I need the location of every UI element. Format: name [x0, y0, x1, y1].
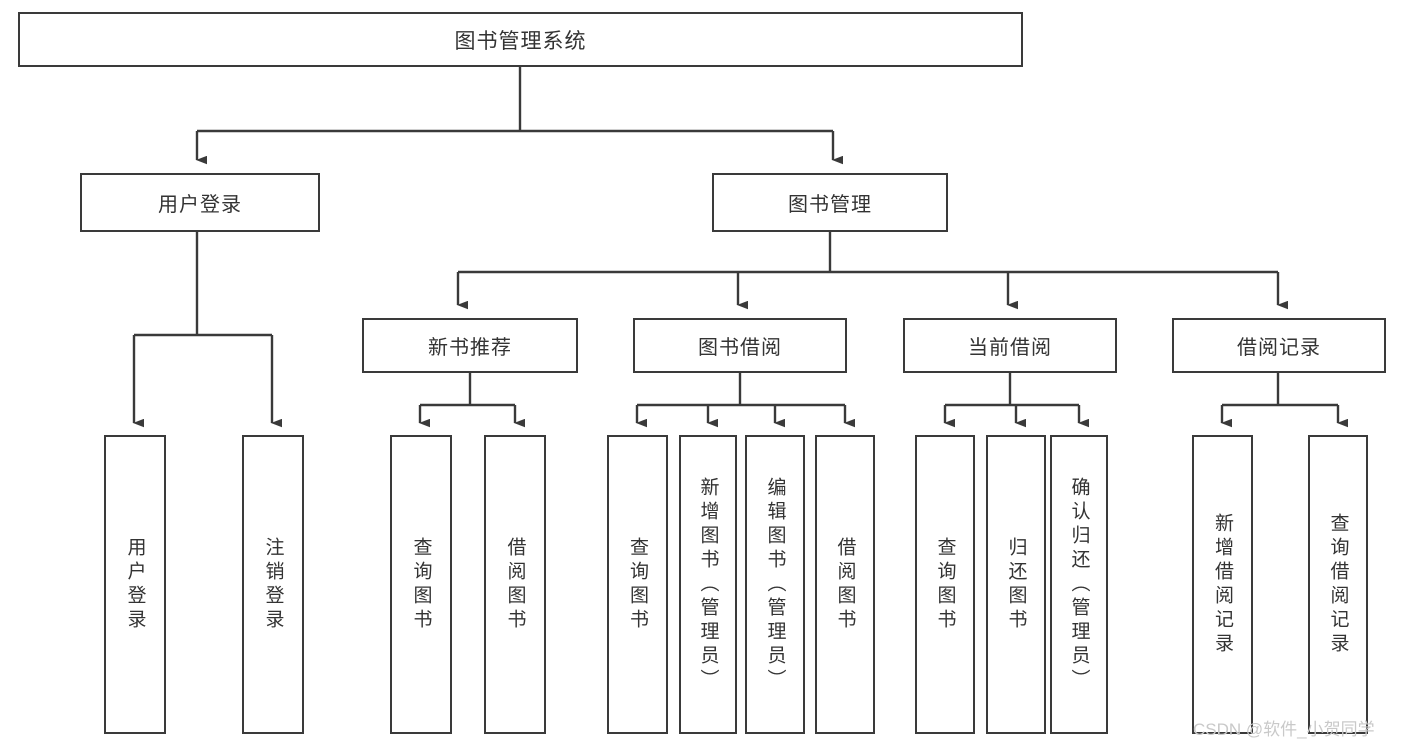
leaf-return-book-label: 归还图书 [1005, 536, 1027, 633]
leaf-logout-label: 注销登录 [262, 536, 284, 633]
node-book-management-label: 图书管理 [788, 194, 872, 216]
leaf-edit-book-admin[interactable]: 编辑图书（管理员） [745, 435, 805, 734]
leaf-return-book[interactable]: 归还图书 [986, 435, 1046, 734]
leaf-borrow-book-recommend[interactable]: 借阅图书 [484, 435, 546, 734]
node-current-borrow-label: 当前借阅 [968, 337, 1052, 359]
node-current-borrow[interactable]: 当前借阅 [903, 318, 1117, 373]
leaf-query-book-recommend[interactable]: 查询图书 [390, 435, 452, 734]
leaf-add-borrow-record-label: 新增借阅记录 [1212, 512, 1233, 657]
node-borrow-records-label: 借阅记录 [1237, 337, 1321, 359]
leaf-borrow-book-label: 借阅图书 [834, 536, 856, 633]
leaf-borrow-book-recommend-label: 借阅图书 [504, 536, 526, 633]
leaf-query-book-current-label: 查询图书 [934, 536, 956, 633]
leaf-add-book-admin[interactable]: 新增图书（管理员） [679, 435, 737, 734]
node-root-label: 图书管理系统 [454, 29, 587, 53]
node-book-management[interactable]: 图书管理 [712, 173, 948, 232]
leaf-logout[interactable]: 注销登录 [242, 435, 304, 734]
leaf-query-book-current[interactable]: 查询图书 [915, 435, 975, 734]
leaf-user-login-label: 用户登录 [124, 536, 146, 633]
leaf-edit-book-admin-label: 编辑图书（管理员） [764, 476, 786, 693]
leaf-borrow-book[interactable]: 借阅图书 [815, 435, 875, 734]
node-book-borrow[interactable]: 图书借阅 [633, 318, 847, 373]
node-borrow-records[interactable]: 借阅记录 [1172, 318, 1386, 373]
leaf-confirm-return-admin-label: 确认归还（管理员） [1068, 476, 1090, 693]
node-new-book-recommend[interactable]: 新书推荐 [362, 318, 578, 373]
leaf-user-login[interactable]: 用户登录 [104, 435, 166, 734]
watermark: CSDN @软件_小贺同学 [1193, 720, 1375, 739]
node-user-login[interactable]: 用户登录 [80, 173, 320, 232]
leaf-add-book-admin-label: 新增图书（管理员） [697, 476, 719, 693]
leaf-add-borrow-record[interactable]: 新增借阅记录 [1192, 435, 1253, 734]
node-new-book-recommend-label: 新书推荐 [428, 337, 512, 359]
leaf-query-borrow-record-label: 查询借阅记录 [1327, 512, 1349, 657]
leaf-query-borrow-record[interactable]: 查询借阅记录 [1308, 435, 1368, 734]
node-book-borrow-label: 图书借阅 [698, 337, 782, 359]
node-root[interactable]: 图书管理系统 [18, 12, 1023, 67]
leaf-query-book-borrow[interactable]: 查询图书 [607, 435, 668, 734]
leaf-query-book-recommend-label: 查询图书 [410, 536, 432, 633]
node-user-login-label: 用户登录 [158, 194, 242, 216]
leaf-query-book-borrow-label: 查询图书 [627, 536, 648, 633]
leaf-confirm-return-admin[interactable]: 确认归还（管理员） [1050, 435, 1108, 734]
